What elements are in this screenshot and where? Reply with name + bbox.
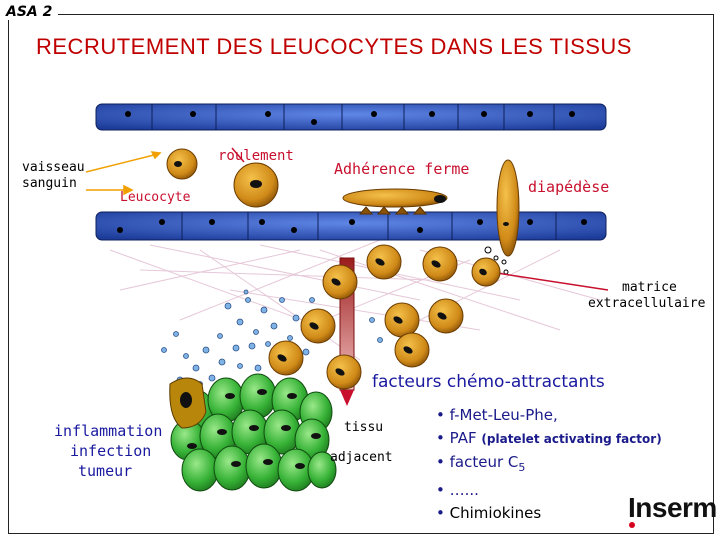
list-item: • Chimiokines bbox=[436, 504, 542, 522]
chemoattractant-list: • f-Met-Leu-Phe, • PAF (platelet activat… bbox=[436, 404, 662, 525]
matrice-pointer bbox=[489, 271, 609, 291]
matrice-label-2: extracellulaire bbox=[588, 296, 706, 311]
inserm-logo: Inserm bbox=[628, 492, 717, 523]
inflammation-label: inflammation bbox=[54, 422, 163, 440]
label-arrows bbox=[85, 151, 162, 196]
tumeur-label: tumeur bbox=[78, 462, 133, 480]
endothelium-bottom bbox=[95, 211, 607, 241]
tissue-macrophage bbox=[169, 377, 207, 429]
logo-dot bbox=[629, 522, 635, 528]
list-item: • facteur C5 bbox=[436, 453, 526, 474]
leucocyte-label: Leucocyte bbox=[120, 190, 191, 205]
diapedese-label: diapédèse bbox=[528, 178, 610, 196]
diapedesis-leucocyte bbox=[484, 159, 520, 275]
matrice-label-1: matrice bbox=[622, 280, 677, 295]
slide-tag: ASA 2 bbox=[4, 4, 59, 20]
vaisseau-label-2: sanguin bbox=[22, 176, 77, 191]
tissu-label-1: tissu bbox=[344, 420, 384, 435]
endothelium-top bbox=[95, 103, 607, 131]
roulement-label: roulement bbox=[218, 148, 294, 164]
figure-frame bbox=[8, 14, 714, 534]
page-title: RECRUTEMENT DES LEUCOCYTES DANS LES TISS… bbox=[36, 34, 632, 59]
roulement-pointer bbox=[231, 147, 245, 163]
adherence-label: Adhérence ferme bbox=[334, 160, 470, 178]
chemoattractant-dots bbox=[161, 289, 383, 397]
facteurs-label: facteurs chémo-attractants bbox=[372, 372, 605, 392]
matrix-fibres bbox=[109, 239, 601, 361]
vaisseau-label-1: vaisseau bbox=[22, 160, 85, 175]
list-item: • PAF (platelet activating factor) bbox=[436, 429, 662, 447]
list-item: • …... bbox=[436, 481, 479, 499]
rolling-leucocytes bbox=[166, 148, 279, 208]
adherent-leucocyte bbox=[342, 188, 448, 215]
infection-label: infection bbox=[70, 442, 152, 460]
tissu-label-2: adjacent bbox=[330, 450, 393, 465]
migrating-leucocytes bbox=[268, 244, 501, 390]
list-item: • f-Met-Leu-Phe, bbox=[436, 406, 558, 424]
